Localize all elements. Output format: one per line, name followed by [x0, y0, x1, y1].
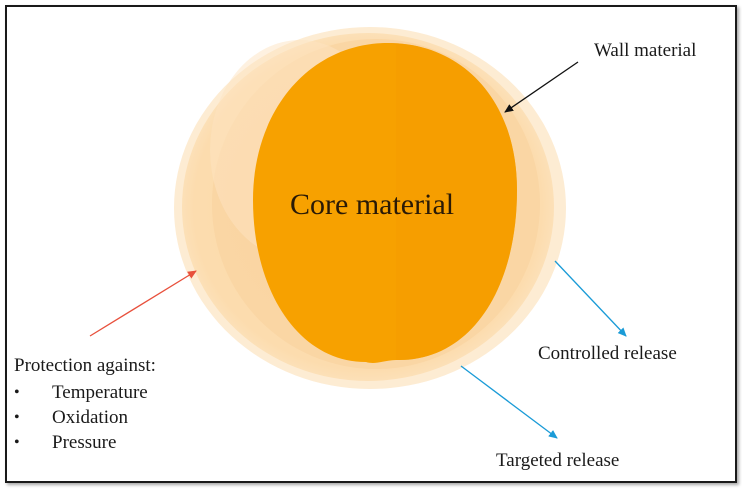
core-material-label: Core material — [290, 188, 455, 221]
targeted-release-label: Targeted release — [496, 450, 620, 471]
protection-title: Protection against: — [14, 355, 156, 376]
bullet-icon: • — [14, 434, 20, 451]
protection-item-label: Oxidation — [52, 407, 128, 428]
protection-item: • Temperature — [14, 380, 148, 405]
core-shading — [388, 43, 517, 361]
protection-item-label: Pressure — [52, 432, 117, 453]
protection-item: • Pressure — [14, 430, 148, 455]
controlled-release-label: Controlled release — [538, 343, 677, 364]
wall-material-arrow — [504, 61, 579, 113]
bullet-icon: • — [14, 409, 20, 426]
protection-item-label: Temperature — [52, 382, 148, 403]
protection-item: • Oxidation — [14, 405, 148, 430]
targeted-release-arrow — [460, 365, 558, 439]
protection-list: • Temperature • Oxidation • Pressure — [14, 380, 148, 455]
protection-arrow — [89, 270, 197, 337]
bullet-icon: • — [14, 384, 20, 401]
controlled-release-arrow — [554, 260, 627, 337]
wall-material-label: Wall material — [594, 40, 697, 61]
